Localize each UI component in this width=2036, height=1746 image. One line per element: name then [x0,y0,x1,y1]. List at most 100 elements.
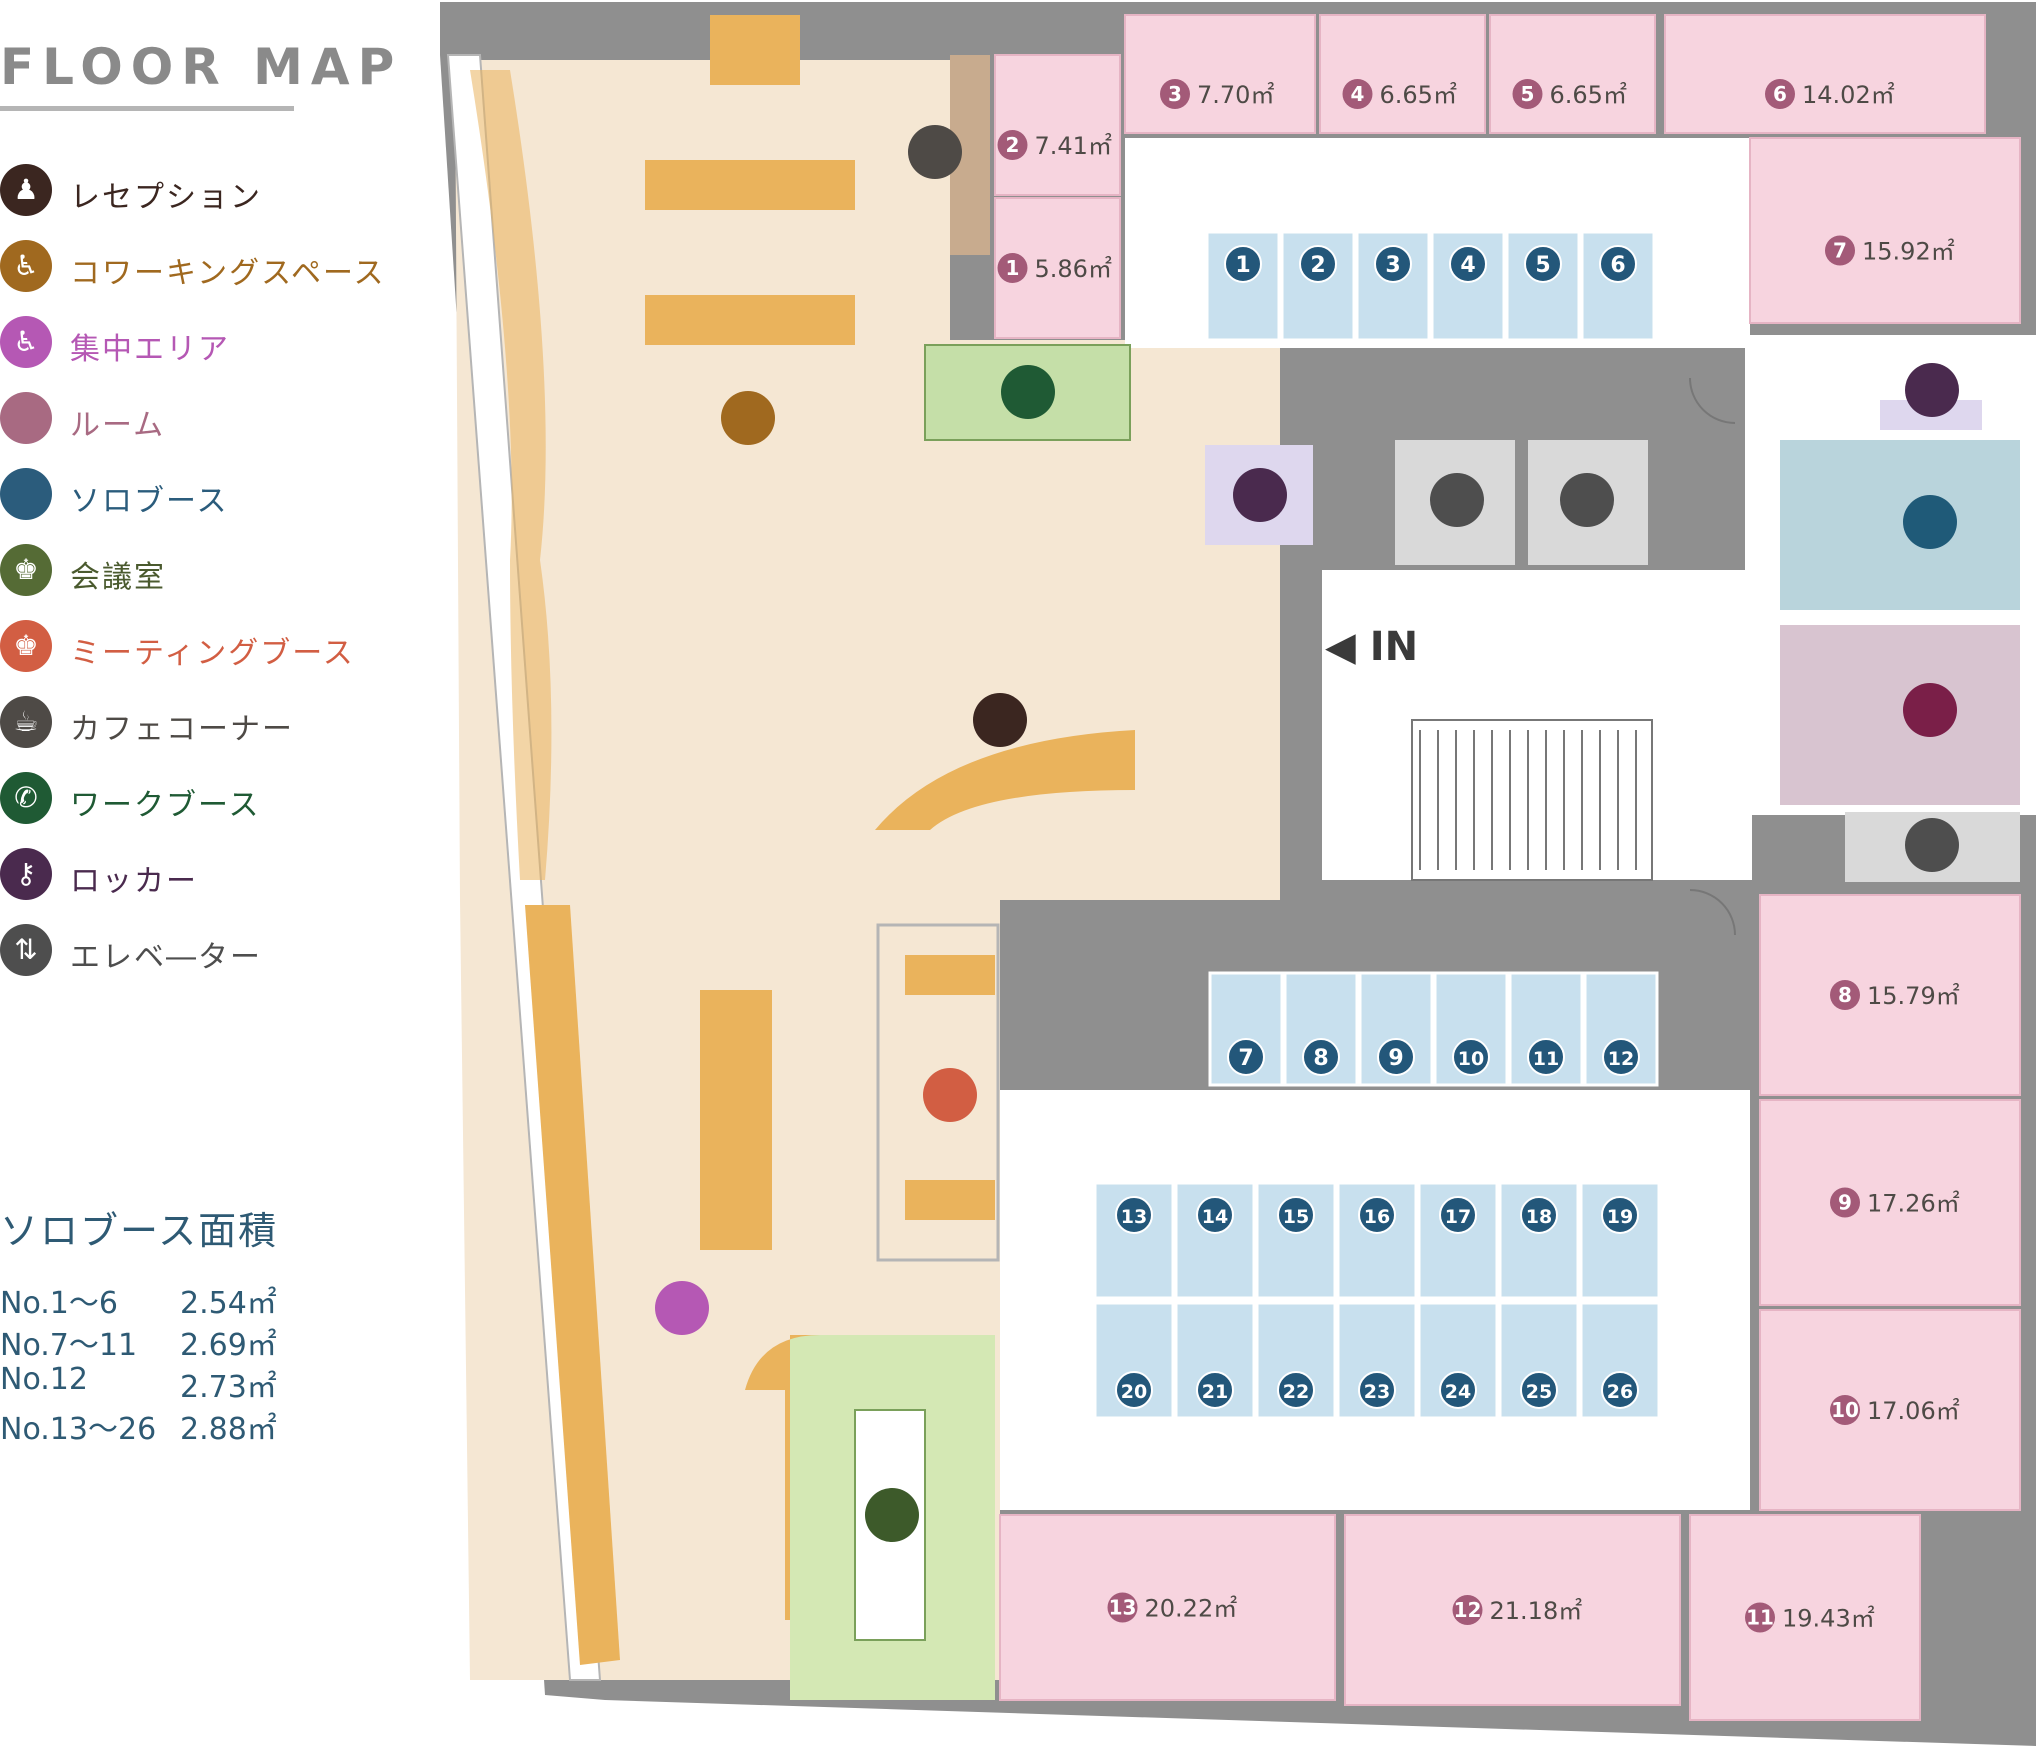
room-fill [1124,14,1316,134]
room-5[interactable]: 5 6.65㎡ [1489,14,1656,134]
solo-booth-15[interactable]: 15 [1255,1181,1337,1300]
corridor-lower-right [1000,1090,1260,1510]
legend-label: ルーム [70,408,166,443]
room-number: 2 [1006,133,1020,157]
booth-number: 4 [1460,253,1475,278]
map-title: FLOOR MAP [0,38,403,96]
legend-item: ソロブース [0,468,420,524]
room-fill [1759,894,2021,1096]
solo-booth-3[interactable]: 3 [1355,230,1431,342]
booth-number: 19 [1607,1206,1633,1228]
legend-label: ミーティングブース [70,636,355,671]
solo-booth-7[interactable]: 7 [1208,971,1284,1087]
room-number-badge [1745,1602,1775,1633]
booth-number: 26 [1607,1381,1633,1403]
solo-area-value: 2.69㎡ [180,1328,277,1363]
solo-area-no: No.12 [0,1362,88,1397]
solo-booth-18[interactable]: 18 [1498,1181,1580,1300]
solo-booth-10[interactable]: 10 [1433,971,1509,1087]
legend-item: ☕カフェコーナー [0,696,420,752]
solo-booth-20[interactable]: 20 [1093,1301,1175,1420]
room-number: 8 [1838,983,1852,1007]
solo-booth-8[interactable]: 8 [1283,971,1359,1087]
booth-number-badge [1439,1371,1477,1409]
solo-booth-26[interactable]: 26 [1579,1301,1661,1420]
legend-item: ♿コワーキングスペース [0,240,420,296]
meeting-booth-icon: ♚ [0,620,52,672]
booth-number-badge [1196,1196,1234,1234]
booth-number: 7 [1238,1046,1253,1071]
legend-label: ロッカー [70,864,198,899]
booth-number: 10 [1458,1048,1484,1070]
solo-booth-19[interactable]: 19 [1579,1181,1661,1300]
booth-number-badge [1299,245,1337,283]
solo-booth-22[interactable]: 22 [1255,1301,1337,1420]
meeting-room-icon [865,1488,919,1542]
solo-booth-24[interactable]: 24 [1417,1301,1499,1420]
solo-booth-4[interactable]: 4 [1430,230,1506,342]
booth-number: 12 [1608,1048,1634,1070]
solo-area-value: 2.54㎡ [180,1286,277,1321]
legend-item: ♟レセプション [0,164,420,220]
solo-booth-13[interactable]: 13 [1093,1181,1175,1300]
booth-number-badge [1115,1371,1153,1409]
room-area: 7.70㎡ [1197,81,1274,109]
solo-booth-12[interactable]: 12 [1583,971,1659,1087]
booth-number-badge [1227,1038,1265,1076]
solo-booth-25[interactable]: 25 [1498,1301,1580,1420]
booth-number-badge [1115,1196,1153,1234]
legend-item: ⚷ロッカー [0,848,420,904]
booth-number: 25 [1526,1381,1552,1403]
legend-label: レセプション [70,180,262,215]
cowork-long-table [700,990,772,1250]
solo-booth-23[interactable]: 23 [1336,1301,1418,1420]
solo-booth-11[interactable]: 11 [1508,971,1584,1087]
solo-booth-14[interactable]: 14 [1174,1181,1256,1300]
woman-icon [1903,683,1957,737]
restroom-men[interactable] [1780,440,2020,610]
solo-booth-6[interactable]: 6 [1580,230,1656,342]
legend-label: カフェコーナー [70,712,294,747]
booth-number-badge [1358,1196,1396,1234]
legend-label: ワークブース [70,788,261,823]
cowork-table-2 [645,295,855,345]
focus-chair-icon [655,1281,709,1335]
booth-number: 20 [1121,1381,1147,1403]
solo-booth-1[interactable]: 1 [1205,230,1281,342]
solo-booth-5[interactable]: 5 [1505,230,1581,342]
solo-booth-17[interactable]: 17 [1417,1181,1499,1300]
door-bottom [1689,889,1736,936]
legend-label: 会議室 [70,560,166,595]
booth-number: 22 [1283,1381,1309,1403]
booth-number-badge [1520,1371,1558,1409]
booth-number: 13 [1121,1206,1147,1228]
booth-number-badge [1524,245,1562,283]
room-area: 19.43㎡ [1782,1605,1875,1633]
key-icon [1905,363,1959,417]
room-number: 5 [1521,82,1535,106]
solo-booth-9[interactable]: 9 [1358,971,1434,1087]
room-number-badge [1765,79,1795,109]
room-area: 6.65㎡ [1550,81,1627,109]
booth-number-badge [1224,245,1262,283]
booth-number: 21 [1202,1381,1228,1403]
solo-booth-2[interactable]: 2 [1280,230,1356,342]
restroom-women[interactable] [1780,625,2020,805]
solo-booth-16[interactable]: 16 [1336,1181,1418,1300]
solo-booth-21[interactable]: 21 [1174,1301,1256,1420]
room-number-badge [1512,79,1543,109]
room-fill [1344,1514,1681,1706]
